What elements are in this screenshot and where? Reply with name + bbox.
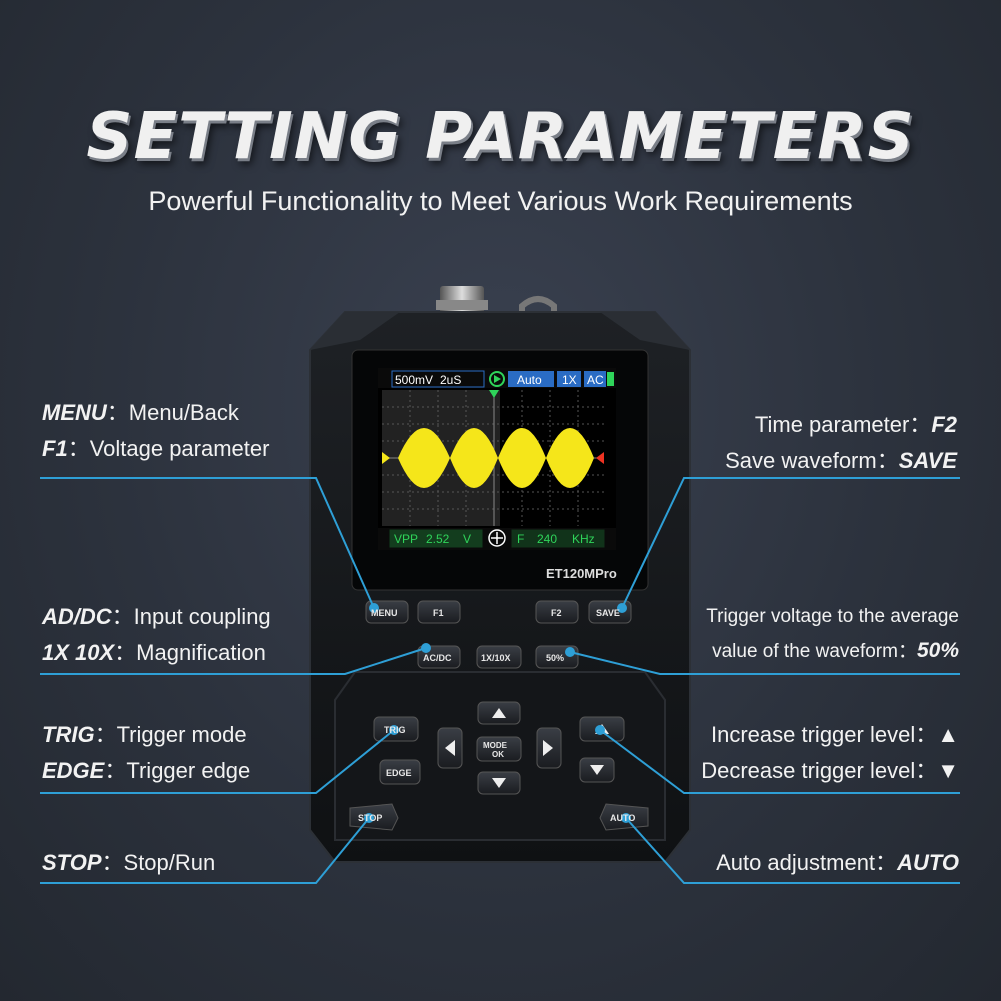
menu-button[interactable]: MENU [371, 608, 398, 618]
label-up: Increase trigger level：▲ [711, 722, 959, 748]
label-acdc-text: ：Input coupling [111, 604, 271, 629]
label-stop: STOP：Stop/Run [42, 850, 215, 876]
save-button[interactable]: SAVE [596, 608, 620, 618]
label-f2-text: Time parameter： [754, 412, 932, 437]
f1-button[interactable]: F1 [433, 608, 444, 618]
label-f2: Time parameter：F2 [755, 412, 957, 438]
label-up-text: Increase trigger level： [711, 722, 938, 747]
battery-icon [607, 372, 614, 386]
nav-down-icon [492, 778, 506, 788]
screen-coupling: AC [587, 373, 604, 387]
label-fifty-line1-text: Trigger voltage to the average [706, 606, 959, 627]
callout-dots [364, 603, 631, 823]
run-icon [489, 371, 505, 387]
f2-button[interactable]: F2 [551, 608, 562, 618]
trig-button[interactable]: TRIG [384, 725, 406, 735]
label-down: Decrease trigger level：▼ [701, 758, 959, 784]
screen-trigger-mode: Auto [517, 373, 542, 387]
label-mag: 1X 10X：Magnification [42, 640, 266, 666]
label-save: Save waveform：SAVE [725, 448, 957, 474]
label-trig-text: ：Trigger mode [94, 722, 247, 747]
trigger-level-marker-icon [596, 452, 604, 464]
label-f1: F1：Voltage parameter [42, 436, 269, 462]
lanyard-loop [519, 296, 557, 322]
label-save-key: SAVE [898, 448, 957, 473]
label-auto-key: AUTO [897, 850, 959, 875]
magnification-button[interactable]: 1X/10X [481, 653, 511, 663]
trigger-position-icon [489, 390, 499, 398]
label-mag-key: 1X 10X [42, 640, 115, 665]
label-f1-key: F1 [42, 436, 68, 461]
screen-freq-label: F [517, 532, 524, 546]
ok-button[interactable]: OK [492, 750, 504, 759]
label-menu-key: MENU [42, 400, 107, 425]
screen-time-div: 2uS [440, 373, 461, 387]
waveform [398, 428, 594, 488]
auto-button[interactable]: AUTO [610, 813, 635, 823]
nav-up-icon [492, 708, 506, 718]
label-auto-text: Auto adjustment： [716, 850, 898, 875]
screen-freq-value: 240 [537, 532, 557, 546]
label-edge: EDGE：Trigger edge [42, 758, 250, 784]
label-save-text: Save waveform： [725, 448, 899, 473]
edge-button[interactable]: EDGE [386, 768, 412, 778]
label-f1-text: ：Voltage parameter [67, 436, 270, 461]
nav-left-icon [445, 740, 455, 756]
label-trig: TRIG：Trigger mode [42, 722, 247, 748]
label-fifty-line2-key: 50% [916, 639, 959, 662]
screen-vpp-unit: V [463, 532, 471, 546]
label-fifty-line1: Trigger voltage to the average [706, 604, 959, 630]
label-fifty-line2-text: value of the waveform： [712, 641, 917, 662]
label-acdc-key: AD/DC [42, 604, 112, 629]
label-menu-text: ：Menu/Back [106, 400, 239, 425]
stop-button[interactable]: STOP [358, 813, 382, 823]
label-down-text: Decrease trigger level： [701, 758, 938, 783]
crosshair-icon [488, 529, 506, 547]
label-stop-text: ：Stop/Run [101, 850, 216, 875]
screen-vpp-label: VPP [394, 532, 418, 546]
label-auto: Auto adjustment：AUTO [716, 850, 959, 876]
label-up-key: ▲ [937, 722, 959, 747]
screen [378, 368, 616, 550]
acdc-button[interactable]: AC/DC [423, 653, 452, 663]
label-fifty-line2: value of the waveform：50% [712, 638, 959, 665]
model-name: ET120MPro [546, 566, 617, 581]
channel-marker-icon [382, 452, 390, 464]
label-acdc: AD/DC：Input coupling [42, 604, 271, 630]
fifty-percent-button[interactable]: 50% [546, 653, 564, 663]
label-mag-text: ：Magnification [114, 640, 266, 665]
mode-button[interactable]: MODE [483, 741, 508, 750]
label-edge-text: ：Trigger edge [104, 758, 251, 783]
page-title: SETTING PARAMETERS [86, 100, 915, 174]
label-down-key: ▼ [937, 758, 959, 783]
screen-probe: 1X [562, 373, 577, 387]
label-stop-key: STOP [42, 850, 102, 875]
label-trig-key: TRIG [42, 722, 95, 747]
screen-vpp-value: 2.52 [426, 532, 450, 546]
callout-lines [40, 477, 960, 884]
page-subtitle: Powerful Functionality to Meet Various W… [148, 186, 853, 216]
label-f2-key: F2 [931, 412, 957, 437]
screen-volts-div: 500mV [395, 373, 433, 387]
screen-freq-unit: KHz [572, 532, 595, 546]
label-edge-key: EDGE [42, 758, 105, 783]
label-menu: MENU：Menu/Back [42, 400, 239, 426]
nav-right-icon [543, 740, 553, 756]
trigger-down-icon [590, 765, 604, 775]
